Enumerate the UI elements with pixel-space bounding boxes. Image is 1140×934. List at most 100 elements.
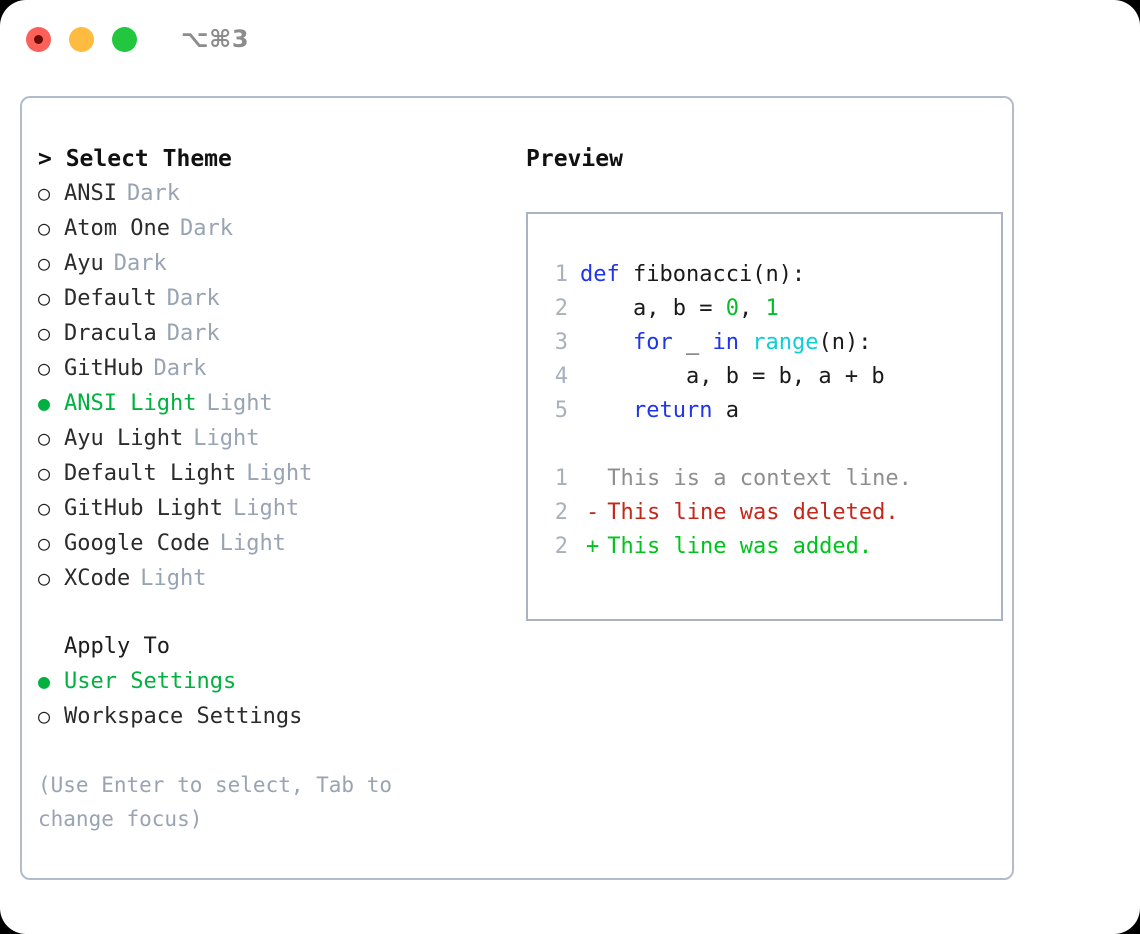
theme-option-dracula[interactable]: ○ Dracula Dark <box>38 316 508 351</box>
theme-variant-badge: Light <box>206 391 273 416</box>
code-line-text: for _ in range(n): <box>580 326 871 360</box>
diff-line-add: 2 + This line was added. <box>546 530 1001 564</box>
diff-sign: - <box>586 500 600 525</box>
radio-selected-icon: ● <box>38 391 51 415</box>
theme-option-label: Dracula <box>64 321 157 346</box>
theme-option-label: Ayu <box>64 251 104 276</box>
theme-option-label: Google Code <box>64 531 210 556</box>
code-line: 1 def fibonacci(n): <box>546 258 1001 292</box>
diff-sample: 1 This is a context line. 2-This line was… <box>546 462 1001 564</box>
radio-unselected-icon: ○ <box>38 496 51 520</box>
diff-line-number: 1 <box>554 466 568 491</box>
close-button[interactable] <box>26 26 51 52</box>
select-theme-heading: > Select Theme <box>38 146 232 172</box>
code-token-plain: a, b = <box>580 296 726 321</box>
radio-unselected-icon: ○ <box>38 251 51 275</box>
theme-option-ansi[interactable]: ○ ANSI Dark <box>38 176 508 211</box>
diff-line-text: This line was added. <box>607 534 873 559</box>
theme-option-label: Ayu Light <box>64 426 184 451</box>
apply-to-option-workspace-settings[interactable]: ○ Workspace Settings <box>38 699 508 734</box>
apply-to-option-user-settings[interactable]: ● User Settings <box>38 664 508 699</box>
radio-unselected-icon: ○ <box>38 181 51 205</box>
theme-option-label: Default Light <box>64 461 237 486</box>
code-token-plain <box>739 330 752 355</box>
code-line: 5 return a <box>546 394 1001 428</box>
code-line-text: a, b = 0, 1 <box>580 292 779 326</box>
code-token-plain: _ <box>672 330 713 355</box>
diff-line-number: 2 <box>554 534 568 559</box>
theme-variant-badge: Light <box>219 531 286 556</box>
code-token-plain: a <box>712 398 739 423</box>
apply-to-option-list[interactable]: ● User Settings ○ Workspace Settings <box>38 664 508 734</box>
maximize-button[interactable] <box>112 26 137 52</box>
theme-option-label: Atom One <box>64 216 170 241</box>
theme-option-label: GitHub <box>64 356 144 381</box>
theme-option-label: ANSI Light <box>64 391 197 416</box>
radio-unselected-icon: ○ <box>38 286 51 310</box>
diff-line-text: This line was deleted. <box>607 500 899 525</box>
window-titlebar: ⌥⌘3 <box>0 0 1140 78</box>
code-line: 3 for _ in range(n): <box>546 326 1001 360</box>
list-spacer <box>38 596 508 630</box>
diff-line-del: 2-This line was deleted. <box>546 496 1001 530</box>
theme-option-label: Default <box>64 286 157 311</box>
code-token-plain <box>580 330 633 355</box>
diff-line-text: This is a context line. <box>607 466 912 491</box>
code-token-num: 1 <box>765 296 779 321</box>
radio-selected-icon: ● <box>38 669 51 693</box>
theme-variant-badge: Light <box>140 566 207 591</box>
diff-sign: + <box>586 534 600 559</box>
apply-to-option-label: User Settings <box>64 669 237 694</box>
theme-variant-badge: Dark <box>179 216 233 241</box>
radio-unselected-icon: ○ <box>38 426 51 450</box>
theme-variant-badge: Dark <box>166 321 220 346</box>
code-token-num: 0 <box>725 296 739 321</box>
apply-to-option-label: Workspace Settings <box>64 704 303 729</box>
code-line-number: 2 <box>554 296 568 321</box>
minimize-button[interactable] <box>69 26 94 52</box>
radio-unselected-icon: ○ <box>38 704 51 728</box>
code-token-fn: range <box>752 330 819 355</box>
theme-option-ayu-light[interactable]: ○ Ayu Light Light <box>38 421 508 456</box>
theme-variant-badge: Light <box>193 426 260 451</box>
theme-option-default[interactable]: ○ Default Dark <box>38 281 508 316</box>
theme-variant-badge: Dark <box>153 356 207 381</box>
theme-variant-badge: Dark <box>113 251 167 276</box>
theme-option-label: GitHub Light <box>64 496 223 521</box>
code-token-plain <box>580 398 633 423</box>
theme-option-ayu[interactable]: ○ Ayu Dark <box>38 246 508 281</box>
code-line-text: a, b = b, a + b <box>580 360 885 394</box>
code-line: 4 a, b = b, a + b <box>546 360 1001 394</box>
theme-option-ansi-light[interactable]: ● ANSI Light Light <box>38 386 508 421</box>
theme-option-default-light[interactable]: ○ Default Light Light <box>38 456 508 491</box>
theme-option-label: XCode <box>64 566 131 591</box>
code-token-kw: return <box>632 398 713 423</box>
code-line-number: 3 <box>554 330 568 355</box>
theme-variant-badge: Dark <box>126 181 180 206</box>
preview-heading: Preview <box>526 146 623 172</box>
theme-variant-badge: Dark <box>166 286 220 311</box>
code-line-number: 1 <box>554 262 568 287</box>
code-line-text: def fibonacci(n): <box>580 258 805 292</box>
traffic-light-group <box>26 26 137 52</box>
theme-option-label: ANSI <box>64 181 117 206</box>
code-line-number: 5 <box>554 398 568 423</box>
recording-indicator-icon <box>34 34 43 44</box>
code-diff-separator <box>546 428 1001 462</box>
code-token-kw: for <box>632 330 673 355</box>
diff-sign <box>580 462 607 496</box>
radio-unselected-icon: ○ <box>38 461 51 485</box>
radio-unselected-icon: ○ <box>38 321 51 345</box>
theme-variant-badge: Light <box>246 461 313 486</box>
